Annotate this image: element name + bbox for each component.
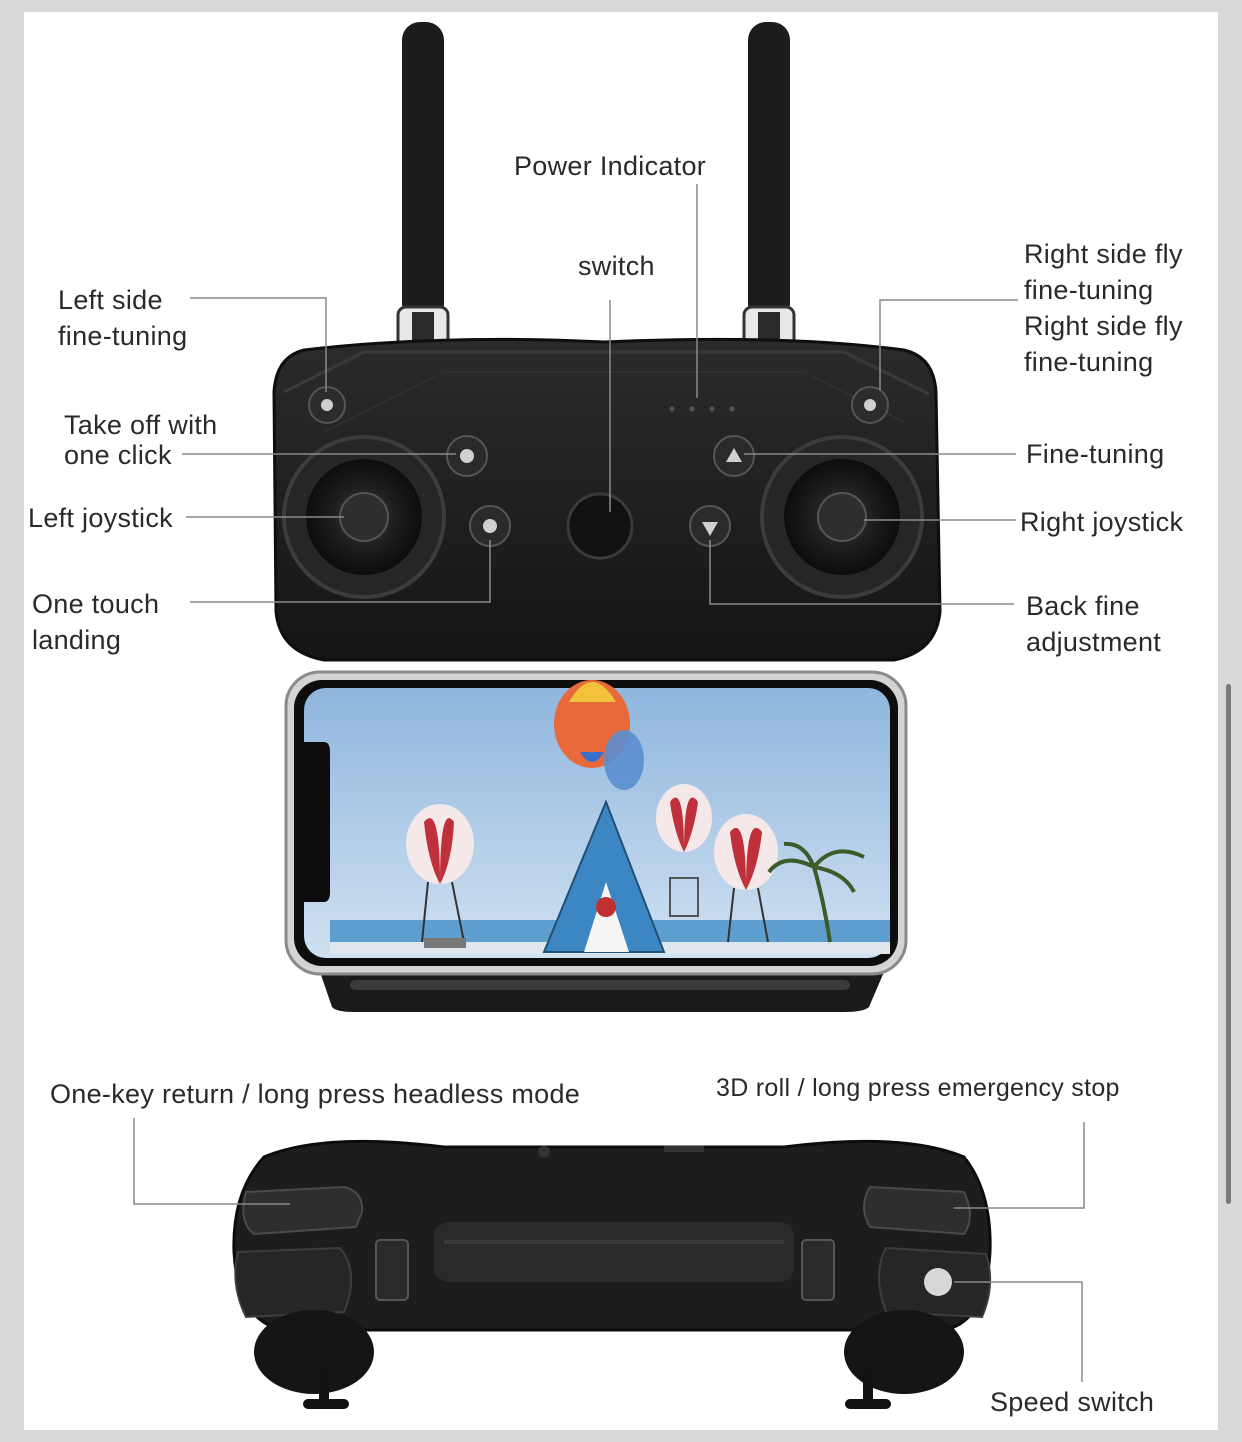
label-right-joystick: Right joystick	[1020, 507, 1184, 537]
controller-illustration	[133, 22, 1085, 1409]
label-back-fine-adjustment: Back fine adjustment	[1026, 591, 1162, 657]
label-fine-tuning: Fine-tuning	[1026, 439, 1165, 469]
label-left-side-fine-tuning: Left side fine-tuning	[58, 285, 188, 351]
scrollbar[interactable]	[1226, 684, 1231, 1204]
label-power-indicator: Power Indicator	[514, 151, 707, 181]
diagram-frame: Power Indicator switch Left side fine-tu…	[24, 12, 1218, 1430]
label-take-off: Take off with one click	[64, 410, 218, 470]
controller-top	[272, 337, 942, 662]
phone-holder	[284, 670, 908, 1012]
leader-lines	[133, 184, 1085, 1382]
label-left-joystick: Left joystick	[28, 503, 173, 533]
label-switch: switch	[578, 251, 655, 281]
controller-side	[232, 1139, 992, 1409]
label-speed-switch: Speed switch	[990, 1387, 1155, 1417]
antenna-right	[742, 22, 796, 351]
label-one-touch-landing: One touch landing	[32, 589, 160, 655]
label-one-key-return: One-key return / long press headless mod…	[50, 1079, 581, 1109]
label-right-side-fly-fine-tuning: Right side fly fine-tuning Right side fl…	[1024, 239, 1183, 377]
label-3d-roll: 3D roll / long press emergency stop	[716, 1074, 1120, 1102]
antenna-left	[396, 22, 450, 351]
